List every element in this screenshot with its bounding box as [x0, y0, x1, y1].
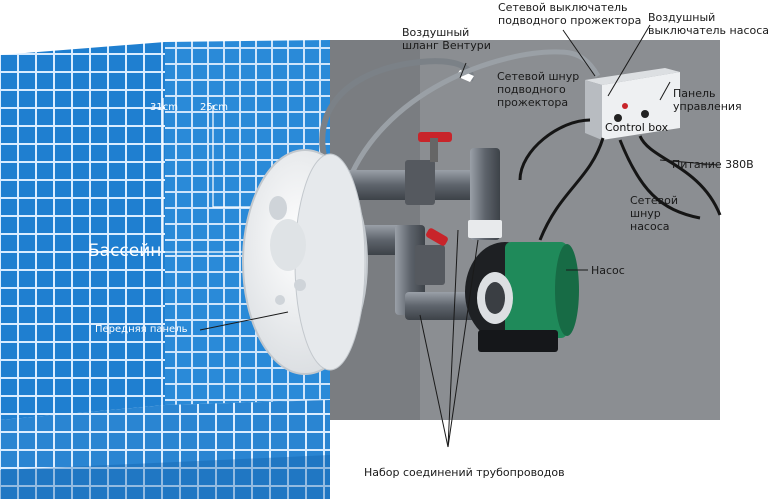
front-panel-label: Передняя панель [95, 324, 188, 335]
control-box-shape [585, 68, 680, 140]
cables [518, 118, 722, 241]
pool-label: Бассейн [88, 241, 162, 261]
control-panel-label: Панель управления [673, 87, 742, 113]
pump-air-switch-label: Воздушный выключатель насоса [648, 11, 768, 37]
pump-cord-label: Сетевой шнур насоса [630, 194, 678, 233]
dim-outer-label: 31cm [150, 102, 178, 113]
valve-handles [418, 132, 452, 246]
air-hose-label: Воздушный шланг Вентури [402, 26, 491, 52]
projector-switch-label: Сетевой выключатель подводного прожектор… [498, 1, 642, 27]
pump-label: Насос [591, 264, 625, 277]
front-panel-shape [242, 149, 368, 375]
power-label: Питание 380В [672, 158, 754, 171]
leader-lines [199, 24, 719, 448]
pipe-set-label: Набор соединений трубопроводов [364, 466, 565, 479]
projector-cord-label: Сетевой шнур подводного прожектора [497, 70, 580, 109]
dim-inner-label: 25cm [200, 102, 228, 113]
control-box-text: Control box [605, 121, 669, 134]
pump-shape [465, 242, 579, 352]
air-hose [319, 58, 474, 187]
